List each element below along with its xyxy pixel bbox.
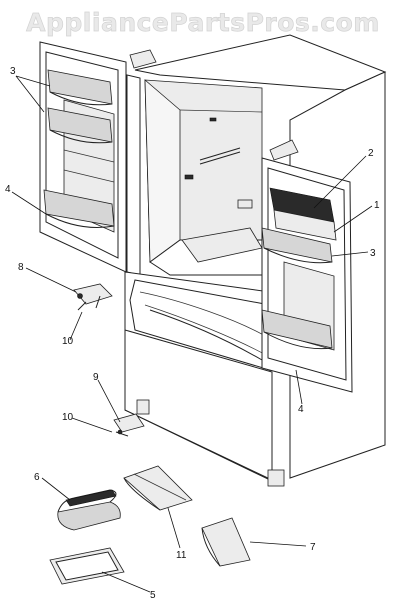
callout-10-lower: 10 [62, 412, 74, 423]
callout-5: 5 [150, 590, 156, 600]
callout-11: 11 [176, 550, 187, 561]
callout-labels: 3 4 8 10 9 10 6 5 11 7 2 1 3 4 [5, 66, 380, 600]
left-upper-door-bin [47, 69, 113, 144]
right-door [237, 157, 353, 393]
callout-3-right: 3 [370, 248, 376, 259]
callout-2: 2 [368, 148, 374, 159]
leader-lines [11, 75, 373, 593]
callout-7: 7 [310, 542, 316, 553]
dairy-bin-5 [49, 547, 125, 585]
refrigerator-cabinet [124, 34, 387, 487]
callout-1: 1 [374, 200, 380, 211]
watermark-text: AppliancePartsPros.com [26, 8, 380, 37]
hinge-assembly-9 [113, 413, 145, 437]
callout-3-left: 3 [10, 66, 16, 77]
left-lower-door-bin [43, 189, 115, 228]
callout-10-upper: 10 [62, 336, 74, 347]
dairy-cover-6 [57, 489, 121, 531]
callout-9: 9 [93, 372, 99, 383]
door-shelf-11 [123, 465, 193, 511]
right-door-bins [261, 227, 333, 350]
callout-6: 6 [34, 472, 40, 483]
door-shelf-7 [201, 517, 251, 567]
dairy-door [269, 187, 337, 241]
left-door [39, 41, 127, 273]
callout-8: 8 [18, 262, 24, 273]
callout-4-left: 4 [5, 184, 11, 195]
hinge-assembly-8 [73, 283, 113, 311]
callout-4-right: 4 [298, 404, 304, 415]
